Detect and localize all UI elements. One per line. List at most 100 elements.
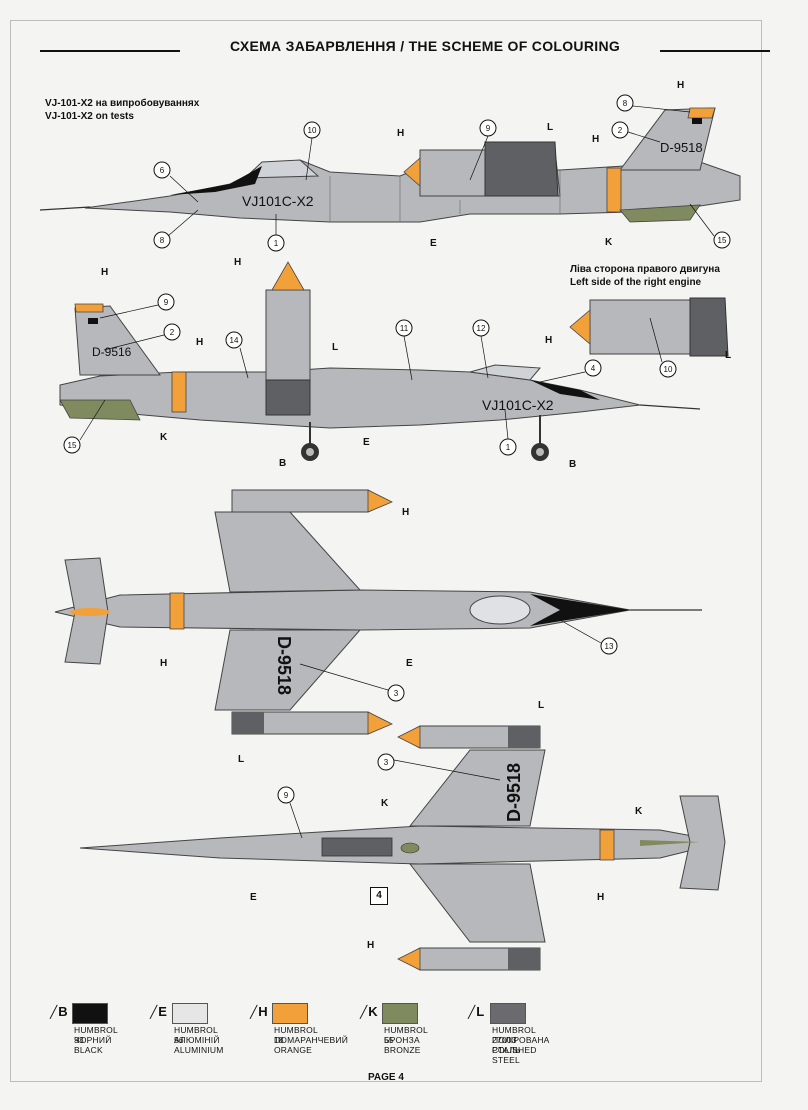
wing-bottom-upper bbox=[408, 749, 546, 827]
svg-text:15: 15 bbox=[718, 236, 727, 245]
legend-name-ua: ЧОРНИЙ bbox=[74, 1035, 112, 1045]
paint-label-h: H bbox=[367, 940, 374, 951]
paint-label-l: L bbox=[538, 700, 544, 711]
paint-label-h: H bbox=[196, 337, 203, 348]
legend-name-en: ALUMINIUM bbox=[174, 1045, 224, 1055]
tail-orange-top bbox=[70, 608, 110, 616]
engine-caption: Ліва сторона правого двигуна Left side o… bbox=[570, 263, 720, 289]
paint-label-l: L bbox=[725, 350, 731, 361]
leader-lines bbox=[79, 105, 715, 839]
page-header: СХЕМА ЗАБАРВЛЕННЯ / THE SCHEME OF COLOUR… bbox=[40, 36, 770, 66]
nose-code-right: VJ101C-X2 bbox=[242, 193, 314, 209]
engine-left-side-detail bbox=[569, 297, 729, 357]
fin-tip-orange-left bbox=[74, 303, 104, 313]
paint-label-h: H bbox=[592, 134, 599, 145]
pod-bottom-lower-steel bbox=[508, 948, 540, 970]
legend-letter: B bbox=[50, 1004, 67, 1019]
legend-name-ua: БРОНЗА bbox=[384, 1035, 420, 1045]
aircraft-caption: VJ-101-X2 на випробовуваннях VJ-101-X2 o… bbox=[45, 97, 199, 123]
callout-11: 11 bbox=[395, 319, 413, 337]
pod-top-lower-steel bbox=[232, 712, 264, 734]
paint-label-h: H bbox=[397, 128, 404, 139]
header-rule-left bbox=[40, 50, 180, 52]
callout-3: 3 bbox=[387, 684, 405, 702]
paint-label-h: H bbox=[160, 658, 167, 669]
paint-label-e: E bbox=[250, 892, 257, 903]
wing-bottom-lower bbox=[408, 863, 546, 943]
callout-15b: 15 bbox=[63, 436, 81, 454]
callout-12: 10 bbox=[303, 121, 321, 139]
svg-text:9: 9 bbox=[164, 298, 169, 307]
engine-caption-en: Left side of the right engine bbox=[570, 277, 702, 288]
paint-label-e: E bbox=[406, 658, 413, 669]
aircraft-caption-en: VJ-101-X2 on tests bbox=[45, 111, 134, 122]
legend-swatch-polished-steel bbox=[490, 1003, 526, 1024]
ventral-bronze-left bbox=[59, 399, 141, 421]
paint-label-h: H bbox=[234, 257, 241, 268]
left-side-profile: D-9516 VJ101C-X2 bbox=[59, 261, 701, 461]
callout-6: 6 bbox=[153, 161, 171, 179]
paint-label-h: H bbox=[101, 267, 108, 278]
callout-3b: 3 bbox=[377, 753, 395, 771]
svg-text:6: 6 bbox=[160, 166, 165, 175]
legend-code: HUMBROL 56 bbox=[174, 1025, 218, 1045]
paint-label-h: H bbox=[545, 335, 552, 346]
nose-black-top bbox=[530, 594, 630, 626]
paint-label-l: L bbox=[238, 754, 244, 765]
legend-name-en: BLACK bbox=[74, 1045, 103, 1055]
engine-caption-ua: Ліва сторона правого двигуна bbox=[570, 264, 720, 275]
bronze-patch-bottom bbox=[400, 842, 420, 854]
canopy-left bbox=[469, 364, 542, 381]
svg-text:1: 1 bbox=[506, 443, 511, 452]
paint-label-k: K bbox=[381, 798, 389, 809]
flag-right bbox=[692, 118, 702, 124]
paint-label-b: B bbox=[279, 458, 286, 469]
engine-pod-vertical-steel bbox=[265, 379, 311, 416]
pod-bottom-lower-tip bbox=[397, 947, 421, 971]
fuselage-top bbox=[54, 589, 631, 631]
landing-gear-main bbox=[301, 422, 319, 461]
legend-swatch-black bbox=[72, 1003, 108, 1024]
paint-label-e: E bbox=[430, 238, 437, 249]
svg-text:3: 3 bbox=[394, 689, 399, 698]
bay-bottom bbox=[321, 837, 393, 857]
legend-letter: K bbox=[360, 1004, 377, 1019]
paint-label-h: H bbox=[677, 80, 684, 91]
paint-label-e: E bbox=[363, 437, 370, 448]
legend-name-en: ORANGE bbox=[274, 1045, 313, 1055]
page-title: СХЕМА ЗАБАРВЛЕННЯ / THE SCHEME OF COLOUR… bbox=[229, 38, 621, 54]
band-top bbox=[169, 592, 185, 630]
callout-4: 4 bbox=[584, 359, 602, 377]
callout-12b: 12 bbox=[472, 319, 490, 337]
callout-8: 8 bbox=[153, 231, 171, 249]
pod-top-upper-tip bbox=[367, 489, 393, 513]
svg-text:2: 2 bbox=[170, 328, 175, 337]
callout-13: 13 bbox=[600, 637, 618, 655]
pod-bottom-upper-tip bbox=[397, 725, 421, 749]
page-number: PAGE 4 bbox=[368, 1072, 404, 1083]
callout-9b: 9 bbox=[157, 293, 175, 311]
pod-top-lower-tip bbox=[367, 711, 393, 735]
callout-2b: 2 bbox=[163, 323, 181, 341]
nose-anti-glare-right bbox=[170, 166, 262, 195]
reference-box-4: 4 bbox=[370, 887, 388, 905]
band-bottom bbox=[599, 829, 615, 861]
svg-text:10: 10 bbox=[664, 365, 673, 374]
paint-label-l: L bbox=[547, 122, 553, 133]
legend-letter: H bbox=[250, 1004, 267, 1019]
pitot-right bbox=[39, 206, 91, 211]
top-view: D-9518 bbox=[54, 489, 702, 735]
pod-bottom-upper-steel bbox=[508, 726, 540, 748]
legend-name-en: BRONZE bbox=[384, 1045, 421, 1055]
callout-10b: 10 bbox=[659, 360, 677, 378]
callout-14: 14 bbox=[225, 331, 243, 349]
header-rule-right bbox=[660, 50, 770, 52]
legend-swatch-orange bbox=[272, 1003, 308, 1024]
tail-code-left: D-9516 bbox=[92, 345, 132, 359]
pitot-left bbox=[639, 404, 701, 410]
rear-fuselage-band-left bbox=[171, 371, 187, 413]
callout-1: 1 bbox=[267, 234, 285, 252]
paint-label-h: H bbox=[597, 892, 604, 903]
legend-name-en: POLISHED STEEL bbox=[492, 1045, 537, 1065]
